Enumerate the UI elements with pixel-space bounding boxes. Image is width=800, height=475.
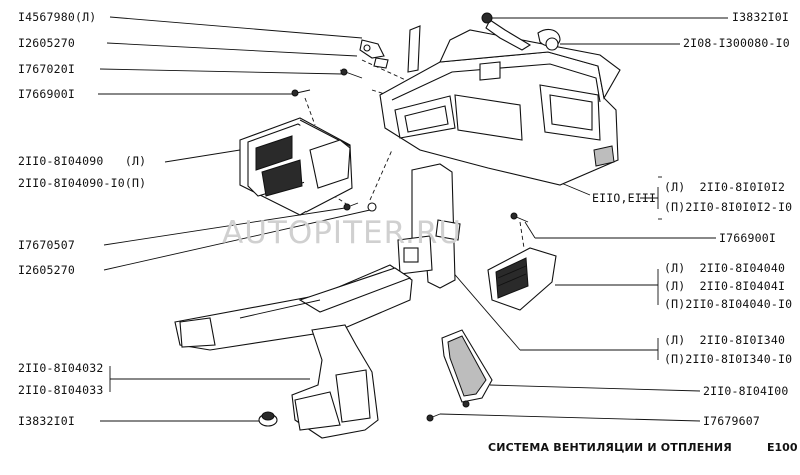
part-label: I2605270 [18,263,75,277]
left-vent-assembly [239,117,377,216]
leader-lines-left [98,16,371,422]
part-label: I766900I [719,231,776,245]
page-code: Е100 [767,441,798,454]
part-label: ЕIIО,ЕIII [592,191,657,205]
watermark: AUTOPITER.RU [222,215,463,251]
part-label: 2II0-8I04090-I0(П) [18,176,147,190]
part-label: I767020I [18,62,75,76]
part-label: 2II0-8I04090 (Л) [18,154,147,168]
grommet [258,411,278,427]
part-label: (Л) 2II0-8I0I340 [664,333,786,347]
fasteners-top [291,39,389,97]
part-label: (Л) 2II0-8I0404I [664,279,786,293]
part-label: I3832I0I [732,10,789,24]
rear-duct [291,324,379,439]
part-label: 2II0-8I04033 [18,383,104,397]
part-label: 2I08-I300080-I0 [683,36,790,50]
part-label: (Л) 2II0-8I0I0I2 [664,180,786,194]
part-label: (Л) 2II0-8I04040 [664,261,786,275]
right-vent [487,212,557,311]
floor-duct [174,264,413,351]
heater-housing [379,12,621,186]
center-duct [397,163,461,289]
grille [426,329,493,422]
section-title: СИСТЕМА ВЕНТИЛЯЦИИ И ОТПЛЕНИЯ [488,441,732,454]
part-label: (П)2II0-8I04040-I0 [664,297,793,311]
part-label: (П)2II0-8I0I0I2-I0 [664,200,793,214]
part-label: (П)2II0-8I0I340-I0 [664,352,793,366]
label-brackets [658,176,662,220]
part-label: 2II0-8I04I00 [703,384,789,398]
part-label: I4567980(Л) [18,10,97,24]
part-label: I2605270 [18,36,75,50]
part-label: I766900I [18,87,75,101]
part-label: 2II0-8I04032 [18,361,104,375]
part-label: I7670507 [18,238,75,252]
part-label: I3832I0I [18,414,75,428]
part-label: I7679607 [703,414,760,428]
